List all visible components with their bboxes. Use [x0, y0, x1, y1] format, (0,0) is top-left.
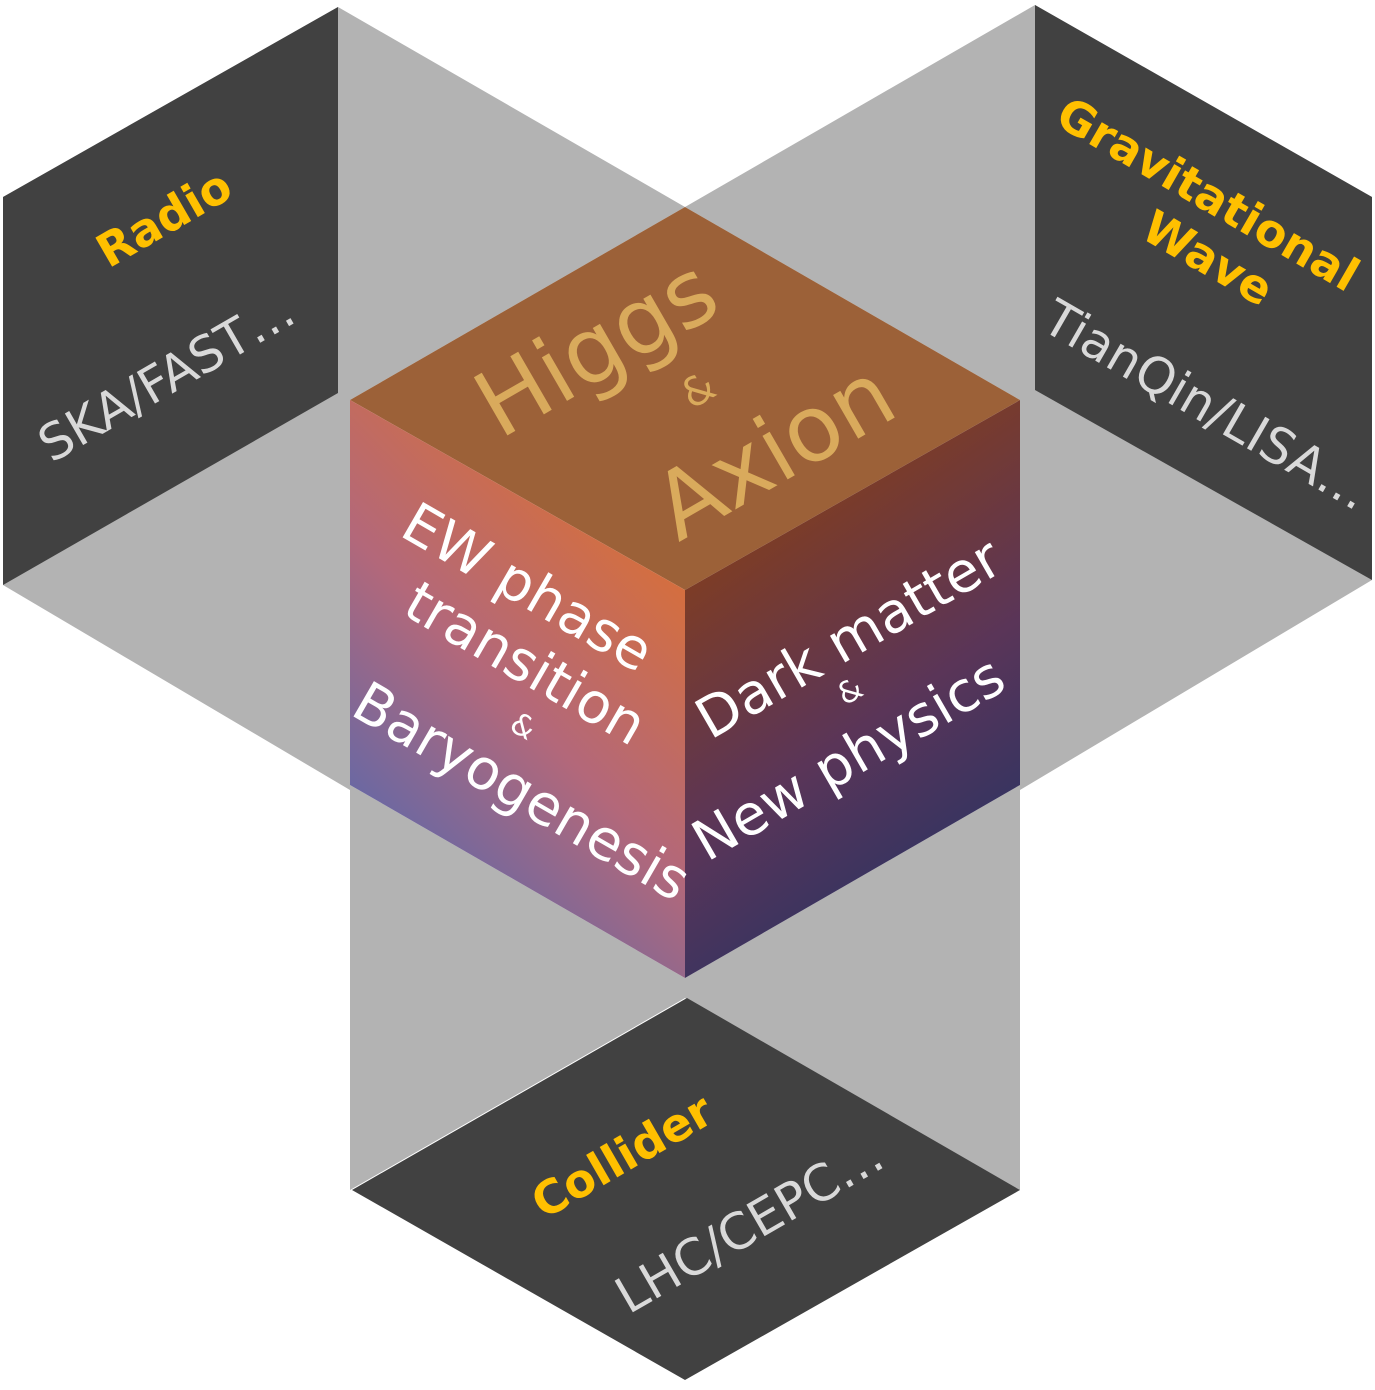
shadow-plane-bottom	[350, 785, 1020, 1190]
central-cube	[350, 207, 1020, 978]
radio-panel	[3, 7, 338, 585]
collider-panel	[352, 998, 1020, 1380]
cube-right-face	[685, 400, 1020, 978]
cube-left-face	[350, 400, 685, 978]
gravitational-wave-panel	[1035, 5, 1372, 580]
cube-top-face	[350, 207, 1020, 590]
